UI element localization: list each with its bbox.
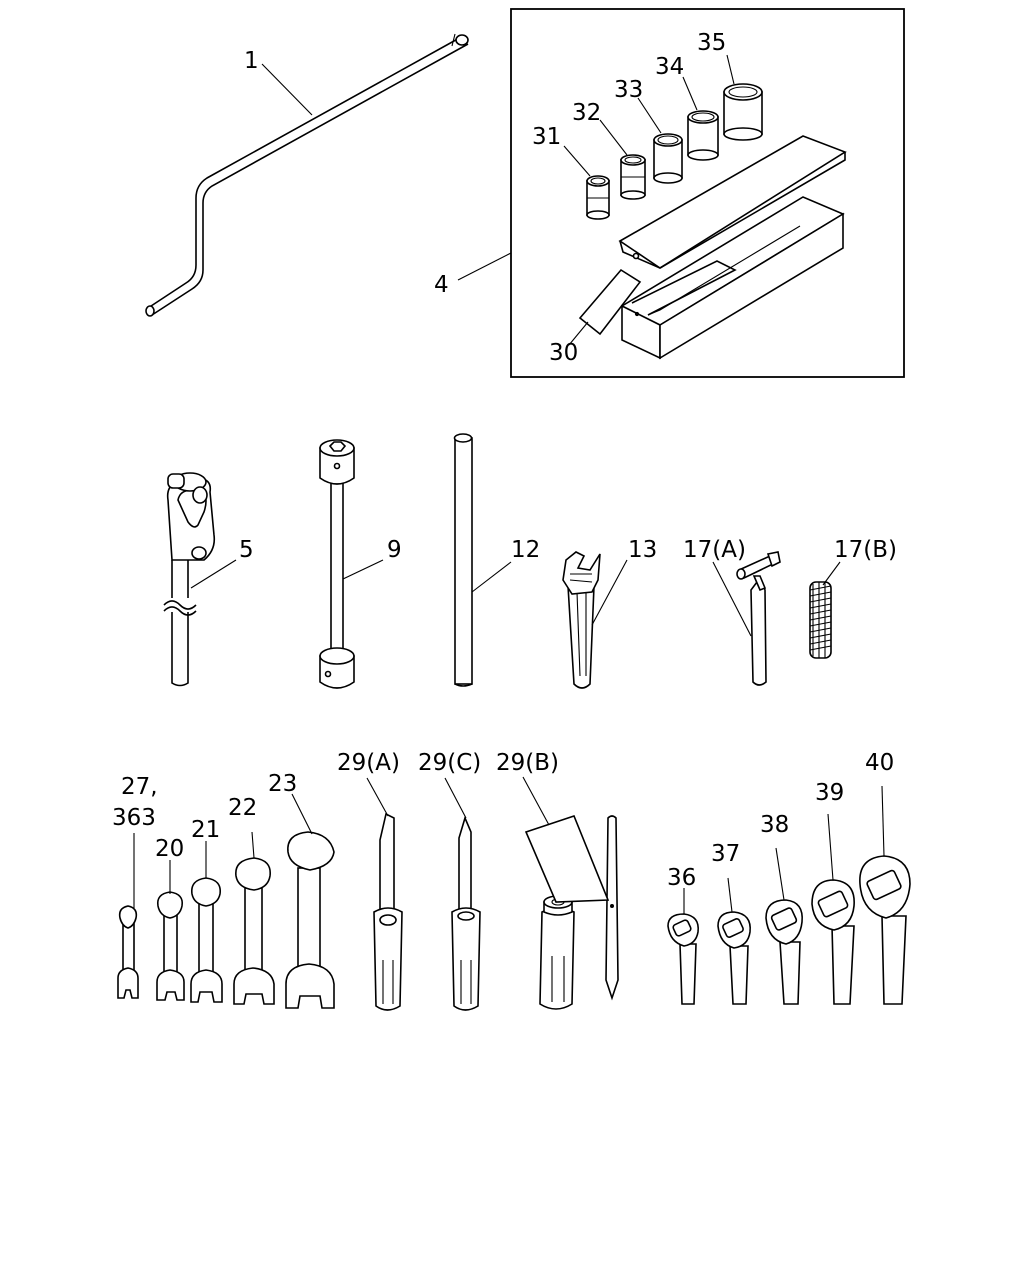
label-5: 5: [239, 537, 254, 563]
part-29a-screwdriver: [366, 777, 403, 1011]
part-20-spanner: [156, 860, 185, 1001]
label-39: 39: [815, 780, 844, 806]
socket-34: [682, 76, 719, 161]
label-38: 38: [760, 812, 789, 838]
label-34: 34: [655, 54, 684, 80]
label-1: 1: [244, 48, 259, 74]
label-33: 33: [614, 77, 643, 103]
socket-31: [563, 145, 610, 220]
part-9-box-spanner: [319, 439, 384, 689]
label-32: 32: [572, 100, 601, 126]
label-30: 30: [549, 340, 578, 366]
part-12-bar: [453, 433, 512, 687]
part-22-spanner: [233, 831, 275, 1005]
callout-labels: 1 4 30 31 32 33 34 35 5 9 12 13 17(A) 17…: [112, 30, 897, 891]
part-27-spanner: [117, 833, 139, 999]
part-29c-screwdriver: [444, 777, 481, 1011]
label-9: 9: [387, 537, 402, 563]
label-17a: 17(A): [683, 537, 746, 563]
label-21: 21: [191, 817, 220, 843]
part-23-spanner: [285, 793, 335, 1009]
label-35: 35: [697, 30, 726, 56]
label-29b: 29(B): [496, 750, 559, 776]
label-37: 37: [711, 841, 740, 867]
label-13: 13: [628, 537, 657, 563]
label-22: 22: [228, 795, 257, 821]
part-17a-hammer: [712, 551, 781, 686]
socket-33: [637, 97, 683, 184]
label-29c: 29(C): [418, 750, 481, 776]
part-30-tool-box: [568, 135, 847, 360]
socket-35: [723, 54, 763, 141]
part-38-ring-spanner: [765, 847, 803, 1005]
socket-32: [599, 119, 646, 200]
part-13-adjustable-wrench: [562, 551, 628, 689]
part-37-ring-spanner: [717, 877, 751, 1005]
label-4: 4: [434, 272, 449, 298]
part-39-ring-spanner: [811, 813, 855, 1005]
part-17b-brush: [809, 561, 841, 659]
label-40: 40: [865, 750, 894, 776]
part-21-spanner: [190, 841, 223, 1003]
label-29a: 29(A): [337, 750, 400, 776]
label-17b: 17(B): [834, 537, 897, 563]
part-1-crank-handle: [145, 33, 469, 317]
label-20: 20: [155, 836, 184, 862]
label-23: 23: [268, 771, 297, 797]
label-31: 31: [532, 124, 561, 150]
label-27: 27,: [121, 774, 158, 800]
label-363: 363: [112, 805, 156, 831]
part-4-toolbox-frame: [457, 8, 905, 378]
label-12: 12: [511, 537, 540, 563]
part-36-ring-spanner: [667, 888, 700, 1005]
part-29b-screwdriver-set: [522, 776, 619, 1010]
part-40-ring-spanner: [859, 785, 911, 1005]
part-5-wrench-handle: [163, 472, 237, 687]
label-36: 36: [667, 865, 696, 891]
